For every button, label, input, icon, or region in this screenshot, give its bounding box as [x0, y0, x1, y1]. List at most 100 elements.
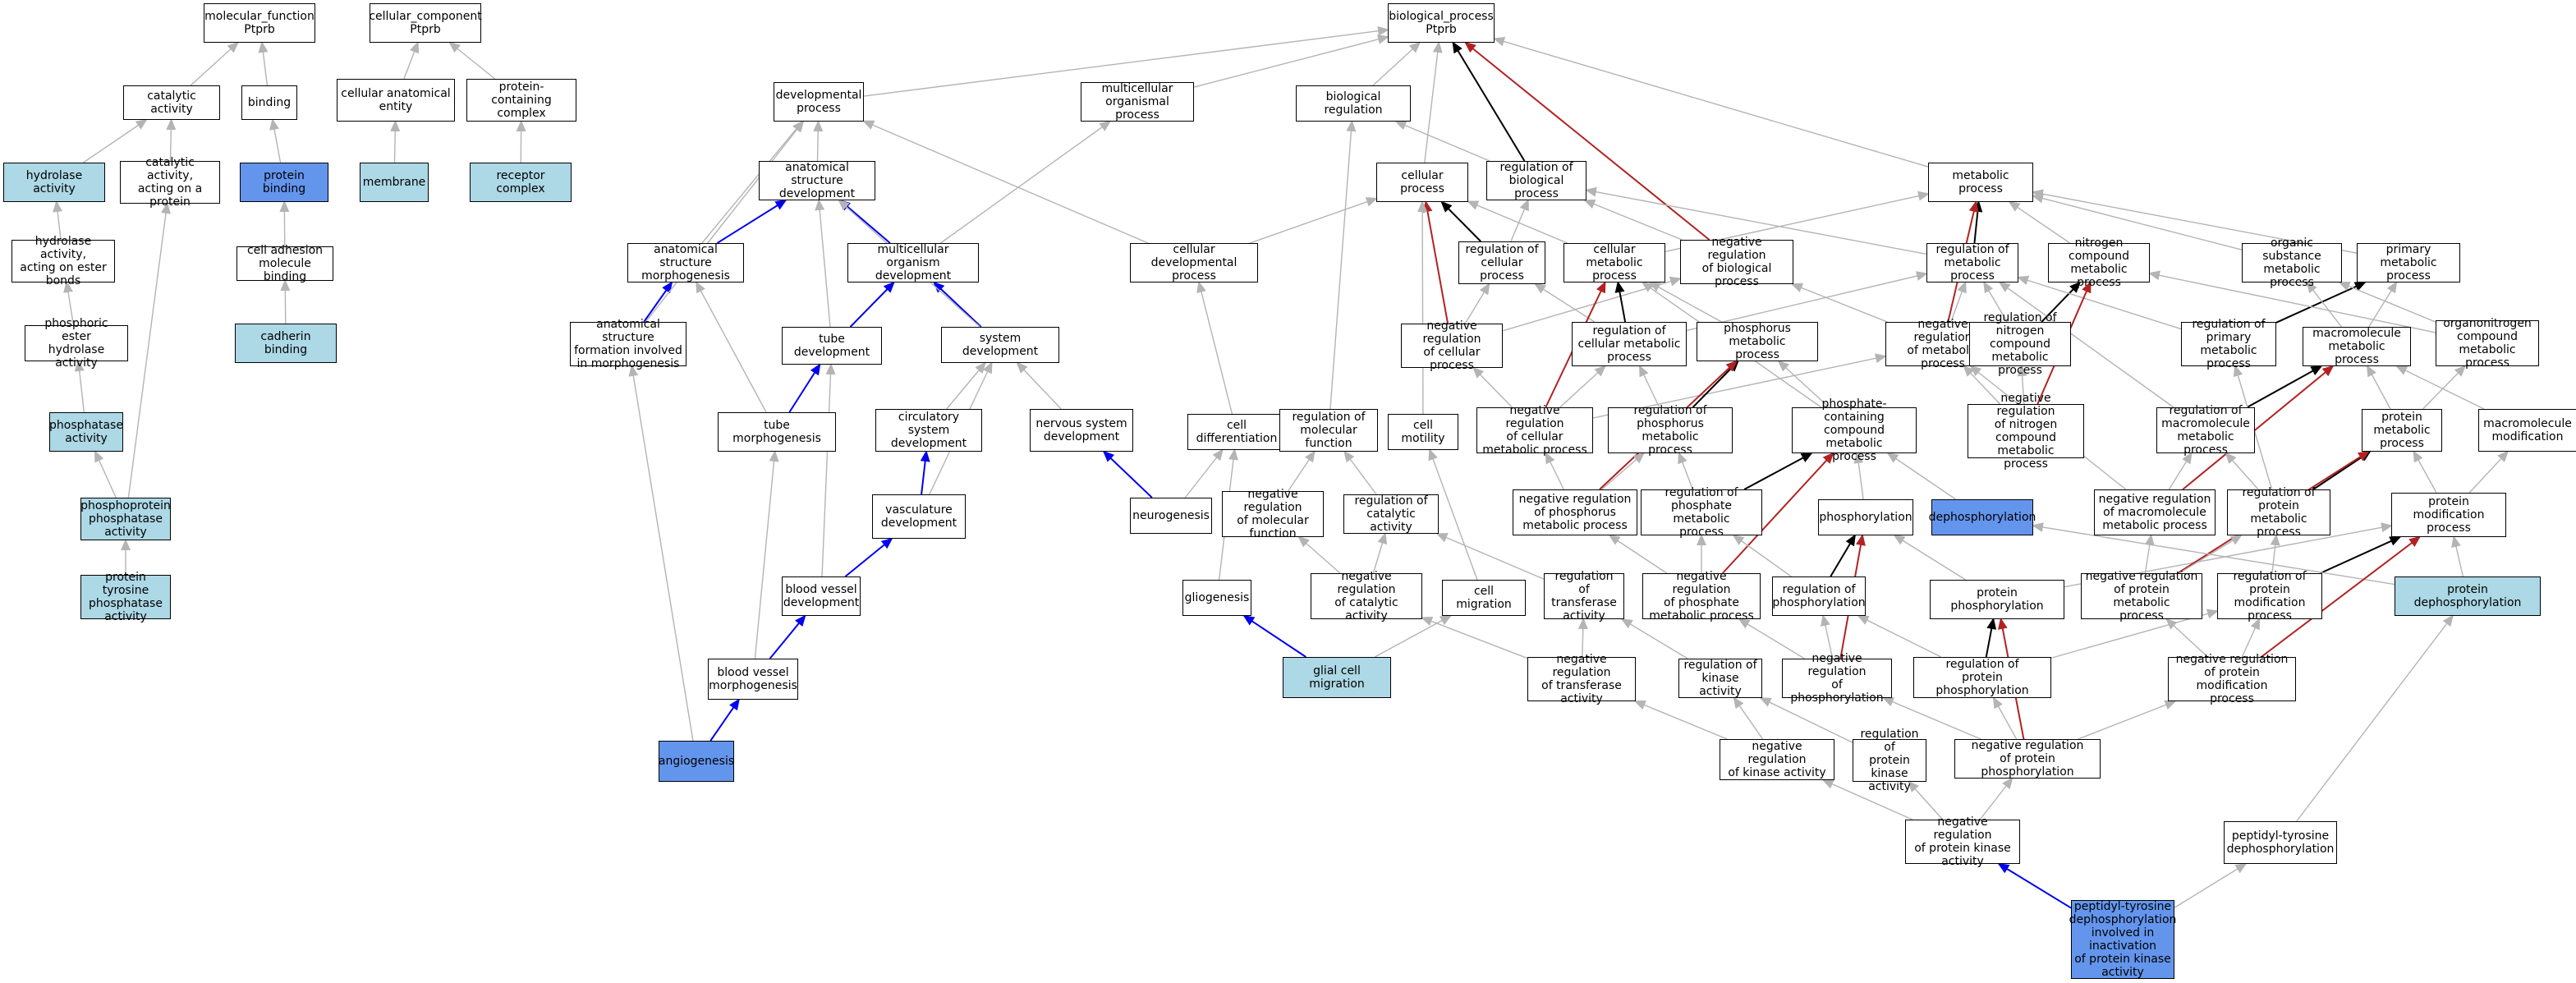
node-protdephos[interactable]: protein dephosphorylation	[2395, 576, 2541, 616]
node-ppp[interactable]: phosphoprotein phosphatase activity	[80, 498, 171, 540]
node-cellmig[interactable]: cell migration	[1442, 580, 1526, 616]
node-negcat[interactable]: negative regulation of catalytic activit…	[1311, 570, 1422, 622]
node-sysdev[interactable]: system development	[941, 327, 1059, 363]
node-regcellmet[interactable]: regulation of cellular metabolic process	[1572, 322, 1687, 366]
node-membrane[interactable]: membrane	[360, 163, 429, 202]
node-pcc[interactable]: protein-containing complex	[466, 79, 576, 122]
node-receptor[interactable]: receptor complex	[470, 163, 572, 202]
node-bvdev[interactable]: blood vessel development	[782, 576, 861, 616]
node-binding[interactable]: binding	[241, 85, 297, 120]
node-ncmp[interactable]: nitrogen compound metabolic process	[2048, 237, 2150, 289]
edge-cellmig-to-cellmot	[1428, 448, 1478, 581]
node-tubemorph[interactable]: tube morphogenesis	[718, 412, 836, 452]
node-macromet[interactable]: macromolecule metabolic process	[2303, 327, 2411, 366]
node-hydrolase[interactable]: hydrolase activity	[3, 163, 105, 202]
node-catprot[interactable]: catalytic activity, acting on a protein	[120, 156, 220, 209]
node-protbind[interactable]: protein binding	[240, 163, 328, 202]
node-asmorph[interactable]: anatomical structure morphogenesis	[627, 243, 744, 282]
edge-celldev-to-cellproc	[1249, 197, 1378, 244]
node-regphosmet[interactable]: regulation of phosphorus metabolic proce…	[1608, 404, 1733, 457]
node-cc[interactable]: cellular_component Ptprb	[369, 3, 482, 43]
node-regphos[interactable]: regulation of phosphorylation	[1772, 576, 1866, 616]
node-pccmp[interactable]: phosphate-containing compound metabolic …	[1792, 397, 1917, 463]
node-negprotmet[interactable]: negative regulation of protein metabolic…	[2081, 570, 2202, 622]
node-neurogen[interactable]: neurogenesis	[1130, 498, 1212, 534]
node-regtrans[interactable]: regulation of transferase activity	[1544, 570, 1624, 622]
node-cellmet[interactable]: cellular metabolic process	[1564, 243, 1665, 282]
node-orgnit[interactable]: organonitrogen compound metabolic proces…	[2436, 317, 2539, 370]
node-regpkin[interactable]: regulation of protein kinase activity	[1853, 728, 1926, 793]
node-dephos[interactable]: dephosphorylation	[1929, 499, 2036, 535]
node-regmet[interactable]: regulation of metabolic process	[1926, 243, 2018, 282]
node-nervdev[interactable]: nervous system development	[1030, 409, 1133, 452]
node-negmacro[interactable]: negative regulation of macromolecule met…	[2094, 489, 2216, 535]
node-mod[interactable]: multicellular organism development	[847, 243, 979, 282]
node-phosmet[interactable]: phosphorus metabolic process	[1697, 322, 1818, 361]
node-regcell[interactable]: regulation of cellular process	[1458, 241, 1545, 284]
node-regkin[interactable]: regulation of kinase activity	[1678, 659, 1762, 698]
node-phosester[interactable]: phosphoric ester hydrolase activity	[25, 317, 128, 370]
node-ptp[interactable]: protein tyrosine phosphatase activity	[80, 571, 171, 623]
node-negmolfn[interactable]: negative regulation of molecular functio…	[1222, 488, 1324, 540]
node-negpkin[interactable]: negative regulation of protein kinase ac…	[1905, 815, 2020, 868]
node-negphatemet[interactable]: negative regulation of phosphate metabol…	[1642, 570, 1761, 622]
node-glio[interactable]: gliogenesis	[1182, 580, 1251, 616]
node-osmp[interactable]: organic substance metabolic process	[2242, 237, 2342, 289]
node-cae[interactable]: cellular anatomical entity	[337, 79, 455, 122]
node-cadherin[interactable]: cadherin binding	[235, 324, 337, 363]
node-negphos[interactable]: negative regulation of phosphorylation	[1782, 652, 1892, 705]
node-regmolfn[interactable]: regulation of molecular function	[1279, 409, 1378, 452]
node-bioreg[interactable]: biological regulation	[1296, 85, 1411, 122]
node-regpmp[interactable]: regulation of primary metabolic process	[2181, 318, 2276, 370]
node-celldiff[interactable]: cell differentiation	[1187, 414, 1286, 450]
node-mf[interactable]: molecular_function Ptprb	[204, 3, 315, 43]
node-target[interactable]: peptidyl-tyrosine dephosphorylation invo…	[2069, 900, 2177, 979]
node-celldev[interactable]: cellular developmental process	[1130, 243, 1258, 282]
node-regprotphos[interactable]: regulation of protein phosphorylation	[1913, 657, 2051, 698]
node-catalytic[interactable]: catalytic activity	[123, 85, 220, 120]
node-celladh[interactable]: cell adhesion molecule binding	[236, 244, 333, 283]
edge-glialmig-to-glio	[1242, 614, 1306, 658]
node-regmacro[interactable]: regulation of macromolecule metabolic pr…	[2156, 404, 2255, 457]
node-cellmot[interactable]: cell motility	[1388, 414, 1458, 450]
node-regcat[interactable]: regulation of catalytic activity	[1343, 494, 1439, 534]
node-asfm[interactable]: anatomical structure formation involved …	[570, 318, 686, 370]
node-negcellmet[interactable]: negative regulation of cellular metaboli…	[1476, 404, 1593, 457]
node-negkin[interactable]: negative regulation of kinase activity	[1720, 739, 1834, 780]
node-protmod[interactable]: protein modification process	[2391, 493, 2506, 537]
node-negprotphos[interactable]: negative regulation of protein phosphory…	[1954, 739, 2101, 779]
node-negprotmod[interactable]: negative regulation of protein modificat…	[2168, 653, 2296, 705]
node-regprotmod[interactable]: regulation of protein modification proce…	[2217, 570, 2322, 622]
node-bvmorph[interactable]: blood vessel morphogenesis	[708, 659, 798, 700]
node-negtrans[interactable]: negative regulation of transferase activ…	[1527, 653, 1636, 705]
node-tubedev[interactable]: tube development	[782, 327, 882, 365]
edge-negmet-to-regmet	[1950, 281, 1967, 323]
edge-catalytic-to-mf	[190, 41, 240, 86]
node-macromod[interactable]: macromolecule modification	[2478, 409, 2576, 452]
node-negcell[interactable]: negative regulation of cellular process	[1401, 319, 1503, 372]
node-asdev[interactable]: anatomical structure development	[759, 161, 875, 200]
node-metab[interactable]: metabolic process	[1928, 163, 2033, 202]
node-circ[interactable]: circulatory system development	[875, 409, 982, 452]
node-phosphorylation[interactable]: phosphorylation	[1818, 499, 1913, 535]
node-regphatemet[interactable]: regulation of phosphate metabolic proces…	[1641, 486, 1762, 539]
node-negncmp[interactable]: negative regulation of nitrogen compound…	[1968, 392, 2084, 471]
node-protmet[interactable]: protein metabolic process	[2362, 409, 2442, 452]
node-vascdev[interactable]: vasculature development	[872, 494, 966, 539]
node-angio[interactable]: angiogenesis	[659, 741, 734, 782]
node-phosphatase[interactable]: phosphatase activity	[49, 412, 123, 452]
node-regprotmet[interactable]: regulation of protein metabolic process	[2227, 486, 2330, 539]
node-negbio[interactable]: negative regulation of biological proces…	[1680, 236, 1793, 288]
node-devproc[interactable]: developmental process	[774, 82, 864, 122]
node-regncmp[interactable]: regulation of nitrogen compound metaboli…	[1969, 311, 2071, 377]
node-bp[interactable]: biological_process Ptprb	[1388, 3, 1495, 43]
node-pmp[interactable]: primary metabolic process	[2357, 243, 2460, 282]
node-hydester[interactable]: hydrolase activity, acting on ester bond…	[11, 235, 115, 287]
node-glialmig[interactable]: glial cell migration	[1283, 657, 1391, 698]
node-cellproc[interactable]: cellular process	[1376, 163, 1468, 202]
node-regbio[interactable]: regulation of biological process	[1486, 161, 1586, 200]
node-protphos[interactable]: protein phosphorylation	[1930, 580, 2064, 619]
node-negphosmet[interactable]: negative regulation of phosphorus metabo…	[1513, 489, 1637, 535]
node-ptyrdephos[interactable]: peptidyl-tyrosine dephosphorylation	[2224, 821, 2337, 864]
node-multiorg[interactable]: multicellular organismal process	[1081, 82, 1194, 122]
